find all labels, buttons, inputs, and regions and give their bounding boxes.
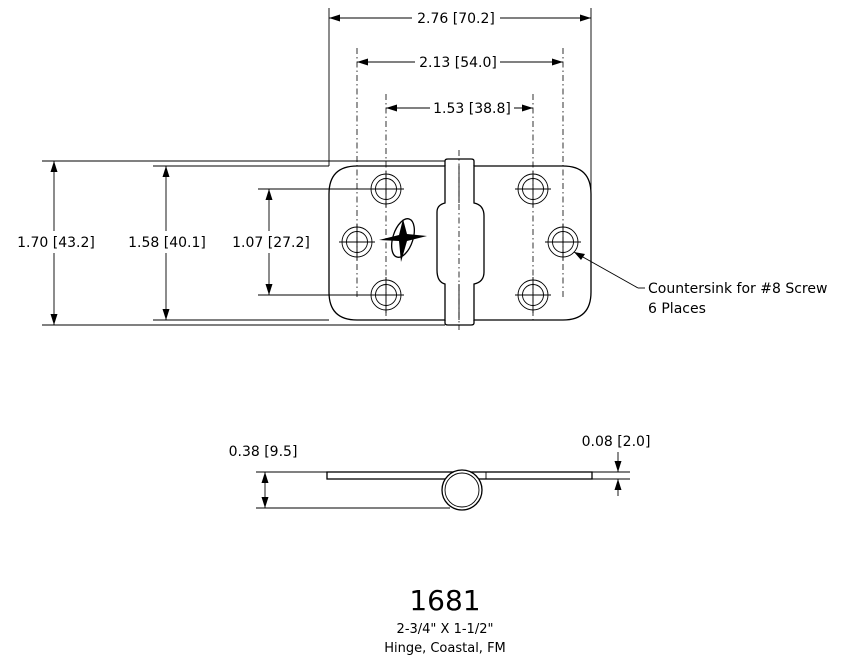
vertical-dimensions: 1.70 [43.2] 1.58 [40.1] 1.07 [27.2] [17, 160, 445, 326]
countersink-hole [368, 171, 404, 207]
dim-hole-vertical-span: 1.07 [27.2] [232, 235, 310, 251]
pin-barrel [441, 469, 483, 511]
callout-line-2: 6 Places [648, 301, 706, 317]
horizontal-dimensions: 2.76 [70.2] 2.13 [54.0] 1.53 [38.8] [328, 8, 592, 190]
hinge-side-view: 0.38 [9.5] 0.08 [2.0] [229, 434, 651, 511]
right-leaf-outline [473, 165, 592, 321]
caption-block: 1681 2-3/4" X 1-1/2" Hinge, Coastal, FM [384, 584, 506, 656]
part-size: 2-3/4" X 1-1/2" [397, 622, 494, 637]
knuckle-outline-bottom [444, 320, 475, 326]
dim-leaf-height: 1.58 [40.1] [128, 235, 206, 251]
part-description: Hinge, Coastal, FM [384, 641, 506, 656]
dim-overall-height: 1.70 [43.2] [17, 235, 95, 251]
dim-leaf-thickness: 0.08 [2.0] [582, 434, 651, 450]
knuckle-outline [444, 158, 475, 166]
countersink-holes [339, 171, 581, 313]
dim-pin-diameter: 0.38 [9.5] [229, 444, 298, 460]
dim-hole-span-outer: 2.13 [54.0] [419, 55, 497, 71]
pin-barrel-inner [444, 472, 480, 508]
countersink-callout: Countersink for #8 Screw 6 Places [573, 251, 827, 317]
dim-hole-span-inner: 1.53 [38.8] [433, 101, 511, 117]
countersink-hole [339, 224, 375, 260]
part-number: 1681 [409, 584, 480, 617]
hinge-top-view [328, 48, 592, 330]
countersink-hole [515, 277, 551, 313]
callout-line-1: Countersink for #8 Screw [648, 281, 827, 297]
countersink-hole [545, 224, 581, 260]
countersink-hole [368, 277, 404, 313]
dim-overall-width: 2.76 [70.2] [417, 11, 495, 27]
countersink-hole [515, 171, 551, 207]
star-logo-icon [379, 218, 427, 262]
